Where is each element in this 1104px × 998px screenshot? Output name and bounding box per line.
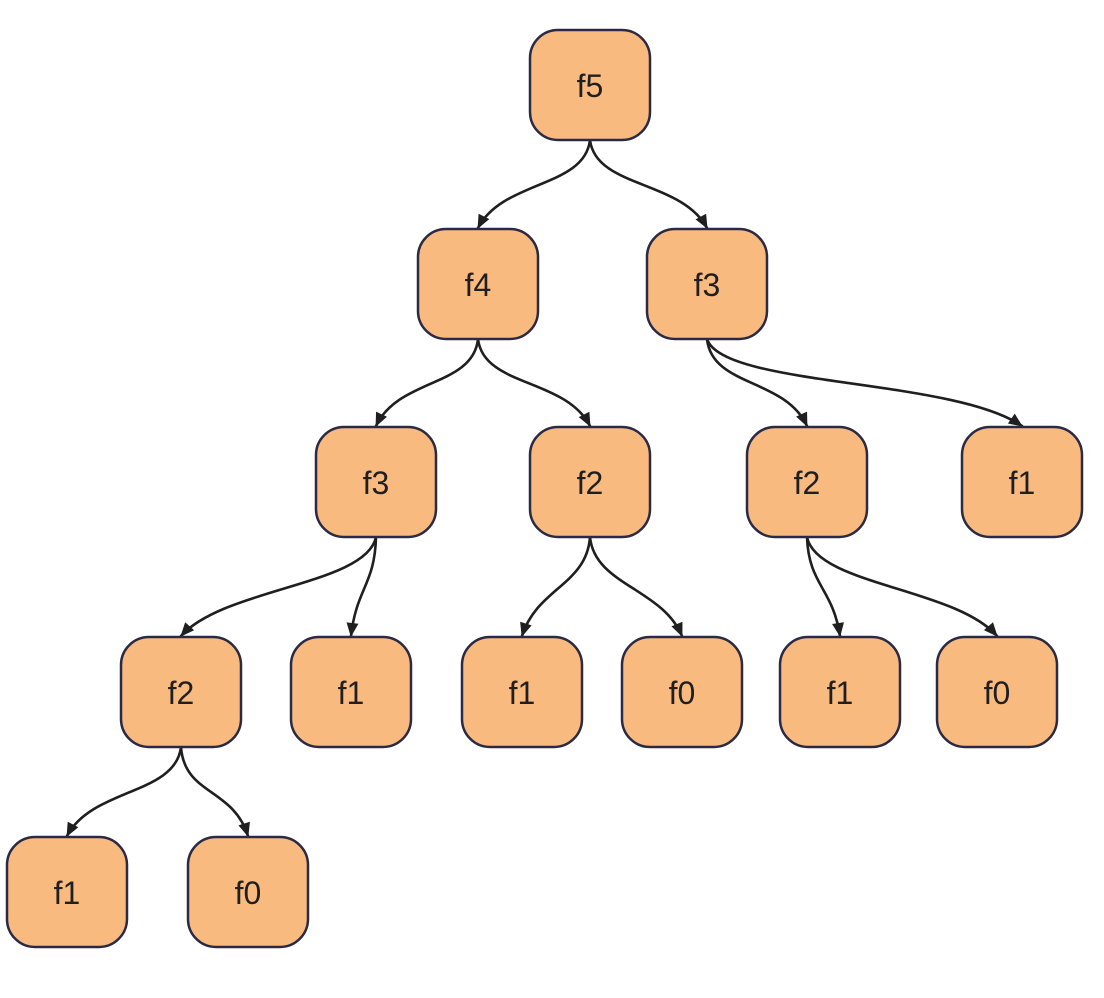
node-box[interactable] [289,635,413,749]
node-box[interactable] [528,28,652,142]
tree-node-n11-f1[interactable]: f1 [778,635,902,749]
edge-f2-to-f0 [179,745,250,838]
edge-f2-to-f1 [805,535,844,638]
tree-node-n10-f0[interactable]: f0 [620,635,744,749]
tree-node-n13-f1[interactable]: f1 [5,835,129,949]
tree-node-n5-f2[interactable]: f2 [745,425,869,539]
node-box[interactable] [314,425,438,539]
edge-f3-to-f2 [705,337,809,428]
edge-f2-to-f1 [520,535,592,638]
edge-f2-to-f1 [65,745,183,838]
tree-node-n0-f5[interactable]: f5 [528,28,652,142]
node-box[interactable] [186,835,310,949]
edge-f2-to-f0 [588,535,684,638]
node-box[interactable] [416,227,540,341]
node-box[interactable] [119,635,243,749]
tree-node-n3-f3[interactable]: f3 [314,425,438,539]
node-box[interactable] [960,425,1084,539]
edge-f4-to-f2 [476,337,592,428]
node-box[interactable] [645,227,769,341]
node-box[interactable] [778,635,902,749]
tree-node-n2-f3[interactable]: f3 [645,227,769,341]
tree-node-n4-f2[interactable]: f2 [528,425,652,539]
edge-f5-to-f3 [588,138,709,230]
node-box[interactable] [935,635,1059,749]
edge-f2-to-f0 [805,535,999,638]
node-box[interactable] [745,425,869,539]
edge-f4-to-f3 [374,337,480,428]
tree-node-n12-f0[interactable]: f0 [935,635,1059,749]
tree-node-n1-f4[interactable]: f4 [416,227,540,341]
node-box[interactable] [620,635,744,749]
tree-node-n6-f1[interactable]: f1 [960,425,1084,539]
edge-f3-to-f1 [705,337,1024,428]
edge-f5-to-f4 [476,138,592,230]
tree-node-n9-f1[interactable]: f1 [460,635,584,749]
tree-node-n8-f1[interactable]: f1 [289,635,413,749]
tree-node-n7-f2[interactable]: f2 [119,635,243,749]
node-box[interactable] [460,635,584,749]
node-box[interactable] [5,835,129,949]
nodes-layer: f5 f4 f3 f3 f2 f2 f1 f2 f1 f1 f0 f1 f0 f1 f0 [5,28,1084,949]
node-box[interactable] [528,425,652,539]
edge-f3-to-f1 [346,535,378,638]
edge-f3-to-f2 [179,535,378,638]
tree-node-n14-f0[interactable]: f0 [186,835,310,949]
edges-layer [65,138,1024,838]
